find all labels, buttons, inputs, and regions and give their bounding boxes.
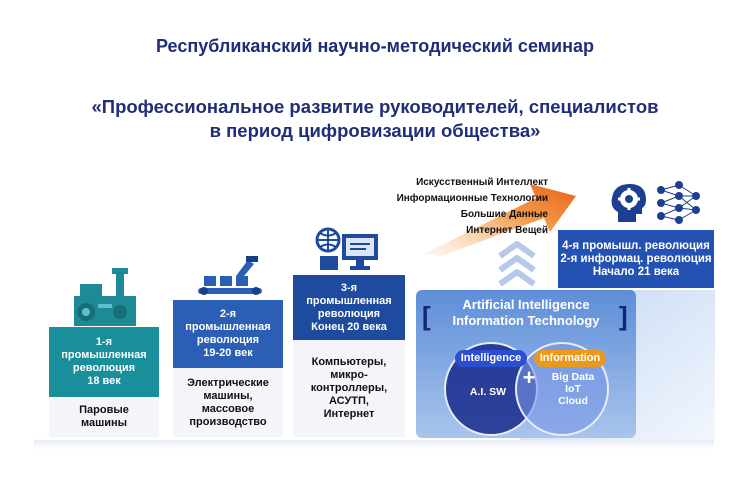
information-item: IoT — [565, 383, 581, 395]
stage-3-line: Конец 20 века — [311, 320, 387, 333]
tech-label-ai: Искусственный Интеллект — [416, 177, 548, 188]
stage-4-line: Начало 21 века — [592, 265, 680, 278]
stage-4-line: 4-я промышл. революция — [562, 239, 710, 252]
stage-1-line: промышленная — [61, 349, 147, 361]
stage-1-line: революция — [72, 362, 136, 374]
information-label: Information — [534, 350, 606, 367]
plus-sign: + — [522, 365, 536, 390]
stage-2-line: революция — [196, 334, 260, 346]
stage-3-caption-line: Компьютеры, — [311, 356, 387, 368]
intelligence-label: Intelligence — [455, 350, 527, 367]
stage-3-caption-line: Интернет — [323, 408, 375, 420]
floor-shadow — [34, 440, 714, 450]
information-item: Big Data — [551, 371, 595, 383]
information-items: Big Data IoT Cloud — [540, 371, 606, 407]
tech-label-it: Информационные Технологии — [396, 193, 548, 204]
neural-network-icon — [657, 181, 700, 224]
tech-label-big-data: Большие Данные — [460, 209, 548, 220]
stage-3-caption-line: АСУТП, — [329, 395, 369, 407]
seminar-subtitle-line-1: «Профессиональное развитие руководителей… — [91, 96, 659, 117]
stage-3-caption-line: микро- — [330, 369, 368, 381]
stage-2-box: 2-я промышленная революция 19-20 век — [173, 300, 283, 368]
up-chevrons-icon — [498, 241, 536, 287]
stage-2-line: 2-я — [219, 308, 237, 320]
stage-1-line: 18 век — [87, 375, 121, 387]
stage-2-caption-line: Электрические — [187, 376, 269, 389]
ai-title-right-bracket: ] — [619, 301, 628, 331]
stage-2-line: 19-20 век — [203, 347, 253, 359]
stage-1-caption: Паровые машины — [49, 397, 159, 437]
stage-3-box: 3-я промышленная революция Конец 20 века — [293, 275, 405, 340]
computer-icon — [315, 227, 378, 270]
stage-4-box: 4-я промышл. революция 2-я информац. рев… — [558, 230, 714, 288]
steam-engine-icon — [74, 268, 136, 326]
intelligence-item: A.I. SW — [469, 386, 507, 398]
stage-1-line: 1-я — [95, 336, 113, 348]
ai-title-left-bracket: [ — [422, 301, 431, 331]
stage-2-caption-line: машины, — [203, 389, 253, 402]
stage-1-caption-line: Паровые — [79, 404, 129, 416]
ai-head-icon — [611, 184, 646, 222]
progress-arrow — [424, 184, 576, 256]
stage-2-line: промышленная — [185, 321, 271, 333]
ai-panel-title: Artificial Intelligence Information Tech… — [420, 297, 632, 329]
stage-2-caption: Электрические машины, массовое производс… — [173, 368, 283, 437]
seminar-subtitle-line-2: в период цифровизации общества» — [209, 120, 541, 141]
stage-1-box: 1-я промышленная революция 18 век — [49, 327, 159, 397]
stage-3-line: 3-я — [340, 281, 358, 294]
stage-3-caption-line: контроллеры, — [310, 382, 388, 394]
stage-3-caption: Компьютеры, микро- контроллеры, АСУТП, И… — [293, 340, 405, 437]
stage-3-line: революция — [317, 307, 381, 320]
seminar-title: Республиканский научно-методический семи… — [156, 36, 594, 56]
stage-4-line: 2-я информац. революция — [560, 252, 712, 265]
ai-panel-title-line-2: Information Technology — [452, 313, 600, 328]
stage-2-caption-line: массовое — [201, 402, 255, 415]
stage-1-caption-line: машины — [80, 417, 128, 429]
information-item: Cloud — [558, 395, 588, 407]
stage-3-line: промышленная — [306, 294, 392, 307]
ai-panel-title-line-1: Artificial Intelligence — [462, 297, 590, 312]
tech-label-iot: Интернет Вещей — [466, 225, 548, 236]
conveyor-belt-icon — [198, 256, 262, 295]
stage-2-caption-line: производство — [189, 415, 267, 428]
